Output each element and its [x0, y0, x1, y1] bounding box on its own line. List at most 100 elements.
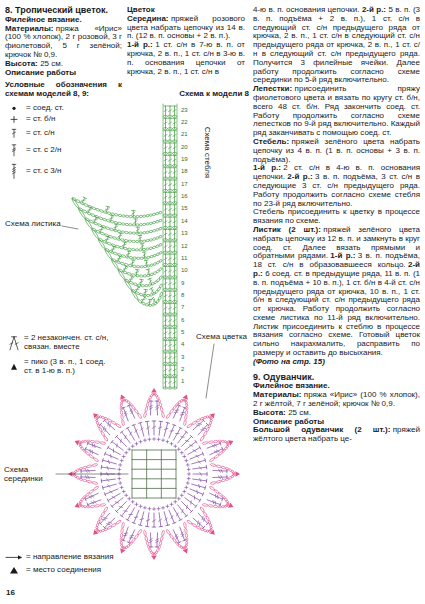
stitch-symbol [140, 279, 144, 281]
chain-stitch [192, 523, 197, 527]
stitch-symbol [164, 423, 168, 437]
stitch-symbol [178, 542, 181, 544]
chain-stitch [84, 506, 87, 508]
chain-stitch [206, 530, 208, 532]
chain-stitch [185, 533, 188, 537]
stitch-symbol [170, 155, 171, 165]
picot-symbol [11, 364, 17, 370]
chain-stitch [98, 238, 106, 249]
stitch-symbol [146, 268, 150, 270]
chain-stitch [184, 415, 187, 420]
chain-stitch [139, 215, 142, 217]
stitch-symbol [112, 442, 123, 451]
stitch-symbol [164, 254, 168, 255]
legend-symbols [6, 107, 22, 574]
stitch-symbol [112, 496, 115, 498]
stitch-symbol [135, 443, 138, 444]
legend-text: = ст. с 2/н [26, 146, 61, 155]
stitch-symbol [164, 377, 168, 378]
chain-stitch [121, 231, 125, 234]
join-symbol [10, 567, 18, 574]
stitch-symbol [173, 159, 176, 161]
chain-stitch [90, 213, 95, 217]
slip-stitch-symbol [12, 107, 15, 110]
chain-stitch [208, 504, 213, 507]
stitch-symbol [168, 155, 172, 156]
chain-stitch [139, 293, 143, 296]
row-number: 16 [181, 193, 188, 200]
chain-stitch [111, 523, 116, 527]
row-number: 22 [181, 119, 188, 126]
stitch-symbol [173, 340, 177, 341]
stitch-symbol [13, 132, 16, 134]
heading-text: 9. Одуванчик. [253, 372, 314, 382]
stitch-symbol [143, 440, 146, 441]
stitch-symbol [109, 491, 112, 493]
chain-stitch [115, 245, 120, 248]
stitch-symbol [212, 500, 214, 503]
paragraph: Условные обозначения к схемам моделей 8,… [5, 81, 122, 99]
chain-stitch [99, 209, 103, 212]
chain-stitch [103, 506, 108, 512]
stitch-symbol [136, 227, 140, 228]
paragraph: Середина:пряжей розового цвета набрать ц… [127, 15, 245, 41]
stitch-symbol [199, 522, 201, 525]
stitch-symbol [110, 217, 113, 219]
stitch-symbol [146, 520, 149, 521]
stitch-symbol [139, 237, 142, 239]
stitch-symbol [173, 184, 176, 186]
stitch-symbol [183, 540, 186, 541]
stitch-symbol [174, 501, 177, 502]
stitch-symbol [214, 451, 217, 453]
chain-stitch [149, 247, 153, 250]
stitch-symbol [101, 226, 104, 227]
stitch-symbol [149, 280, 151, 283]
stitch-symbol [164, 340, 168, 341]
stitch-symbol [143, 507, 146, 508]
chain-stitch [140, 257, 143, 259]
stitch-symbol [164, 320, 167, 322]
chain-stitch [111, 213, 115, 216]
stitch-symbol [215, 501, 217, 504]
stitch-symbol [202, 452, 203, 455]
row-number: 13 [181, 230, 188, 237]
stitch-symbol [162, 440, 165, 441]
stitch-symbol [113, 449, 114, 452]
chain-stitch [149, 222, 153, 225]
stitch-symbol [119, 506, 122, 508]
stitch-symbol [202, 516, 204, 519]
stitch-symbol [122, 407, 125, 408]
stitch-symbol [120, 431, 123, 433]
stitch-symbol [207, 443, 220, 448]
stitch-symbol [132, 445, 133, 448]
stitch-symbol [168, 130, 172, 131]
chain-stitch [186, 404, 188, 407]
stitch-symbol [123, 241, 127, 243]
chain-stitch [136, 232, 139, 234]
stitch-symbol [123, 268, 126, 269]
stitch-symbol [106, 237, 108, 242]
stitch-symbol [190, 435, 193, 438]
stitch-symbol [155, 400, 159, 401]
stitch-symbol [174, 254, 175, 264]
stitch-symbol [135, 429, 137, 432]
chain-stitch [129, 215, 132, 217]
chain-stitch [137, 529, 142, 535]
stitch-symbol [204, 458, 206, 461]
stitch-symbol [217, 495, 218, 498]
stitch-symbol [180, 527, 185, 540]
chain-stitch [159, 402, 162, 407]
stitch-symbol [12, 164, 16, 165]
stitch-symbol [142, 251, 146, 252]
chain-stitch [139, 275, 143, 277]
stitch-symbol [169, 233, 172, 235]
stitch-symbol [135, 269, 139, 271]
stitch-symbol [164, 180, 168, 181]
chain-stitch [73, 474, 76, 476]
stitch-symbol [128, 449, 131, 450]
stitch-symbol [206, 479, 207, 483]
stitch-symbol [171, 516, 173, 519]
chain-stitch [143, 530, 146, 536]
figure-title: Схема к модели 8 [179, 90, 249, 99]
stitch-symbol [174, 304, 175, 314]
